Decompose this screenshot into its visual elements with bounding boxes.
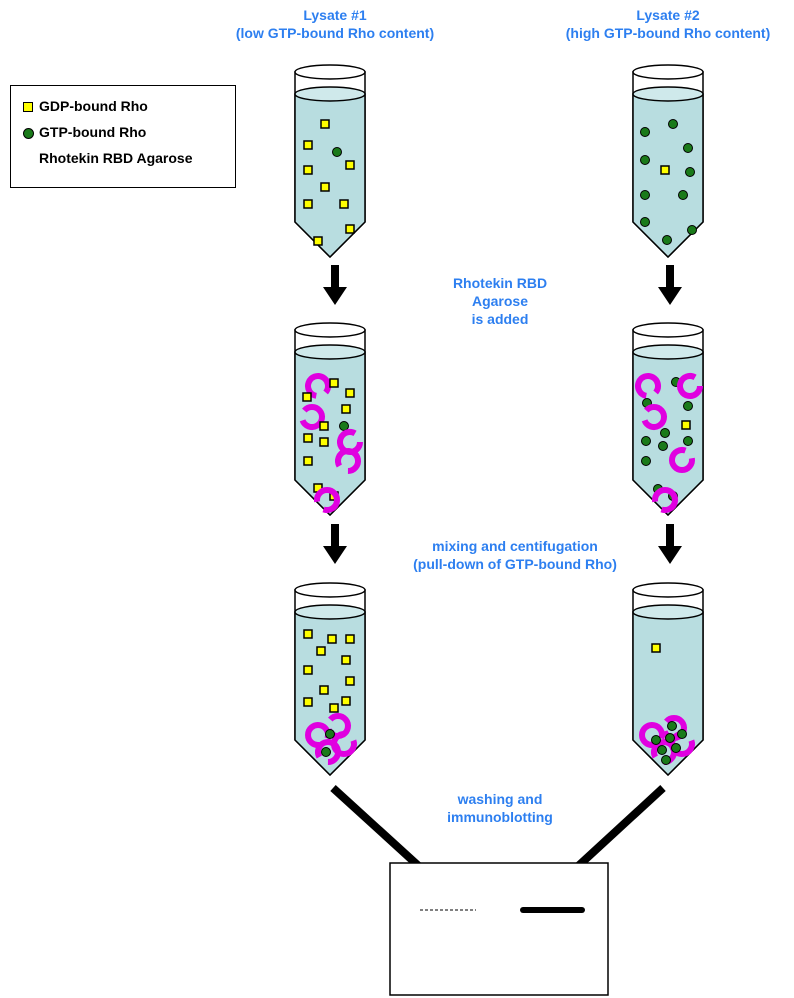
legend: GDP-bound Rho GTP-bound Rho Rhotekin RBD… <box>10 85 236 188</box>
legend-gtp-dot-icon <box>23 128 34 139</box>
step-wash-label: washing and immunoblotting <box>415 790 585 826</box>
step-add-line1: Rhotekin RBD <box>452 275 548 291</box>
tube-lysate1-initial <box>294 64 366 258</box>
tube-lysate1-agarose <box>294 322 366 515</box>
lysate2-subtitle: (high GTP-bound Rho content) <box>565 25 771 41</box>
legend-gtp-label: GTP-bound Rho <box>39 124 147 140</box>
arrow-down-left-1 <box>323 265 347 305</box>
step-add-line3: is added <box>471 311 529 327</box>
step-mix-line1: mixing and centifugation <box>432 538 598 554</box>
lysate2-heading: Lysate #2 (high GTP-bound Rho content) <box>542 6 794 42</box>
step-add-line2: Agarose <box>471 293 529 309</box>
legend-gdp-square-icon <box>23 102 33 112</box>
arrow-down-left-2 <box>323 524 347 564</box>
step-wash-line2: immunoblotting <box>447 809 553 825</box>
tube-lysate2-initial <box>632 64 704 258</box>
arrow-down-right-2 <box>658 524 682 564</box>
legend-agarose-label: Rhotekin RBD Agarose <box>39 150 193 166</box>
step-mix-label: mixing and centifugation (pull-down of G… <box>385 537 645 573</box>
arrow-down-right-1 <box>658 265 682 305</box>
tube-lysate2-agarose <box>632 322 703 515</box>
step-wash-line1: washing and <box>457 791 543 807</box>
lysate1-title: Lysate #1 <box>303 7 367 23</box>
tube-lysate2-pulldown <box>632 582 704 776</box>
legend-gdp-label: GDP-bound Rho <box>39 98 148 114</box>
lysate2-title: Lysate #2 <box>636 7 700 23</box>
lysate1-subtitle: (low GTP-bound Rho content) <box>235 25 435 41</box>
immunoblot-membrane <box>389 862 609 996</box>
tube-lysate1-pulldown <box>294 582 366 776</box>
lysate1-heading: Lysate #1 (low GTP-bound Rho content) <box>220 6 450 42</box>
step-mix-line2: (pull-down of GTP-bound Rho) <box>413 556 617 572</box>
step-add-label: Rhotekin RBD Agarose is added <box>415 274 585 328</box>
